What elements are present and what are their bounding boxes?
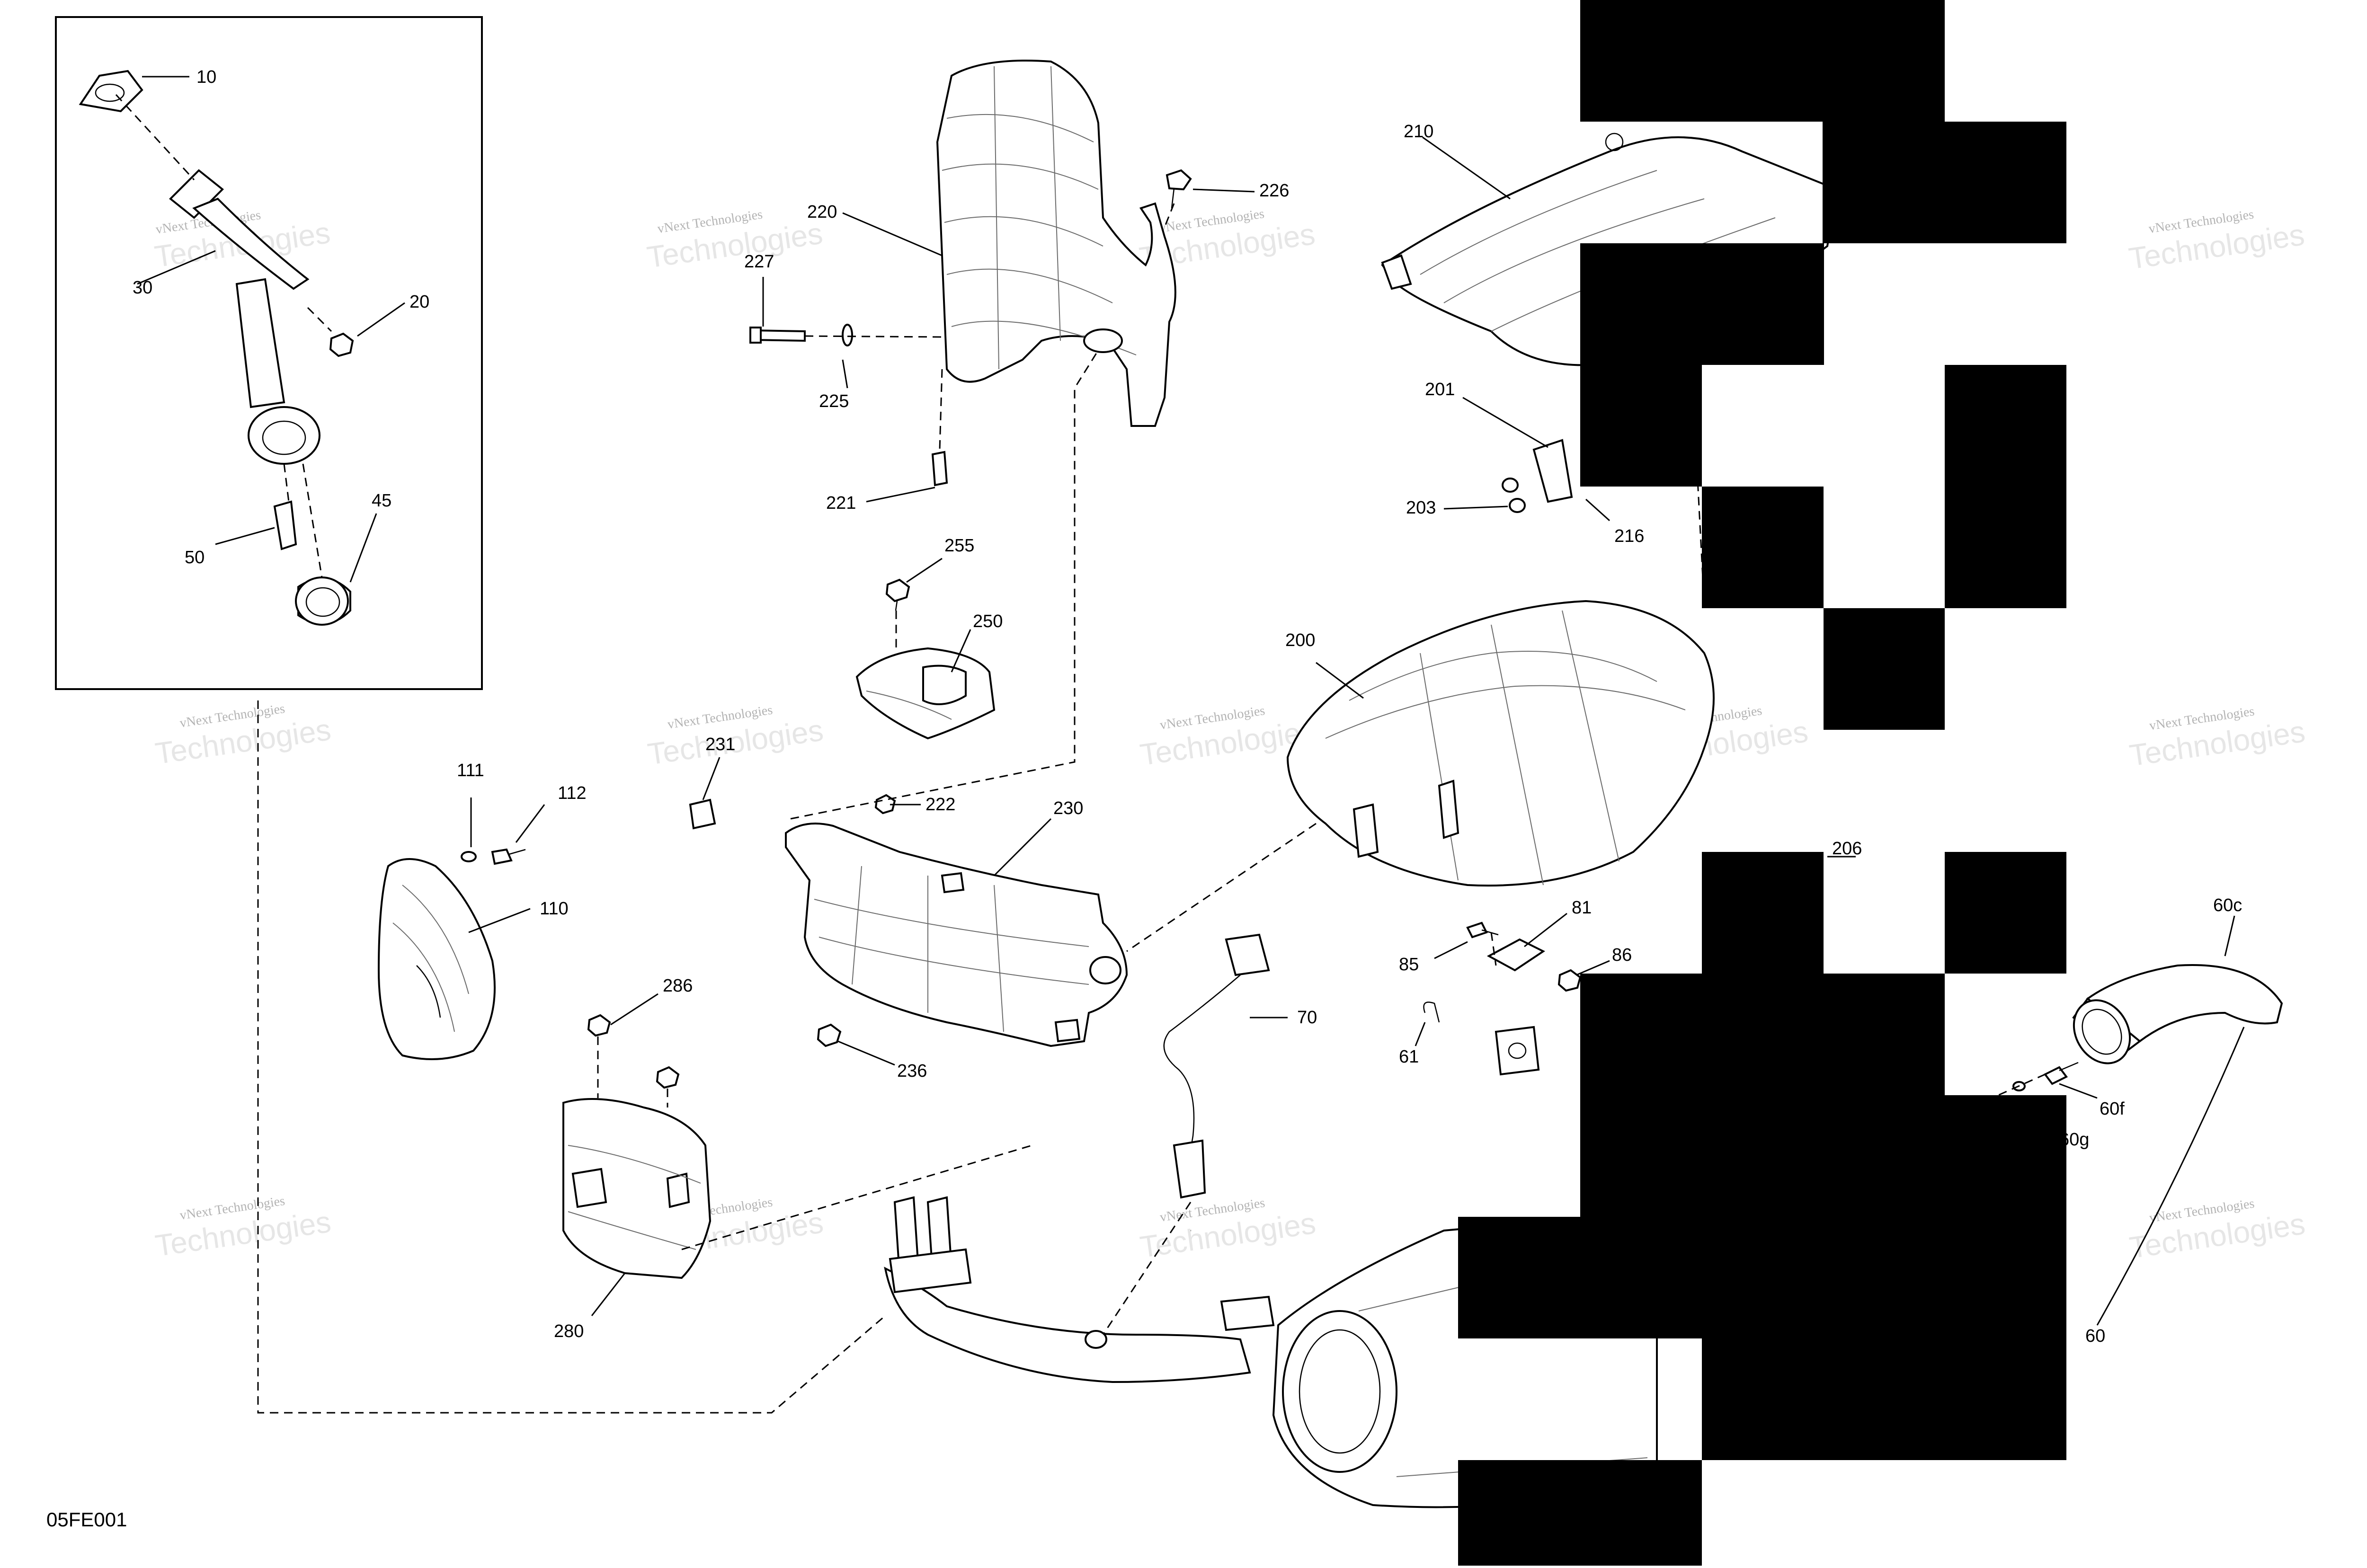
callout-45: 45 [372, 491, 392, 511]
callout-86: 86 [1612, 945, 1632, 965]
callout-203: 203 [1406, 498, 1436, 518]
nut-part-86 [1557, 969, 1582, 992]
nut-part-20 [329, 332, 354, 357]
callout-20: 20 [409, 292, 429, 312]
callout-60: 60 [2085, 1326, 2105, 1346]
clip-part-61 [1423, 1001, 1440, 1023]
bolt-part-255 [885, 578, 910, 611]
nut-part-203b [1509, 498, 1526, 513]
callout-236: 236 [897, 1061, 927, 1081]
bolt-part-286a [587, 1014, 611, 1037]
sensor-part-70 [1163, 933, 1270, 1199]
inset-frame [55, 16, 483, 690]
clip-part-231 [689, 798, 716, 830]
callout-201: 201 [1425, 380, 1455, 399]
callout-30: 30 [133, 278, 152, 298]
bolt-part-85 [1466, 921, 1499, 939]
callout-280: 280 [554, 1321, 584, 1341]
callout-85: 85 [1399, 955, 1419, 974]
shield-part-280 [562, 1098, 712, 1279]
clip-part-221 [931, 451, 948, 487]
callout-10: 10 [196, 67, 216, 87]
callout-230: 230 [1053, 798, 1083, 818]
shield-part-110 [377, 858, 496, 1060]
bolt-part-60f [2043, 1062, 2079, 1085]
callout-227: 227 [744, 252, 774, 272]
callout-112: 112 [558, 783, 587, 803]
detail-inset: 10 20 30 45 50 [55, 16, 483, 690]
callout-286: 286 [663, 976, 693, 996]
muffler-shield-part-200 [1286, 600, 1715, 887]
heat-shield-part-220 [936, 60, 1176, 427]
isolator-part [1495, 1026, 1540, 1076]
bolt-part-286b [656, 1066, 680, 1089]
heat-shield-part-230 [785, 823, 1128, 1047]
figure-code: 05FE001 [46, 1508, 127, 1531]
callout-231: 231 [705, 735, 735, 754]
gasket-part-10 [79, 70, 143, 113]
callout-50: 50 [185, 548, 205, 567]
callout-226: 226 [1259, 181, 1289, 201]
callout-221: 221 [826, 493, 856, 513]
callout-210: 210 [1404, 122, 1433, 142]
callout-216: 216 [1614, 526, 1644, 546]
nut-part-203a [1502, 478, 1519, 493]
callout-220: 220 [807, 202, 837, 222]
header-pipe [884, 1196, 1251, 1383]
callout-200: 200 [1285, 630, 1315, 650]
shield-part-250 [855, 647, 996, 740]
callout-81: 81 [1572, 898, 1592, 918]
callout-111: 111 [457, 761, 484, 780]
callout-60c: 60c [2213, 895, 2242, 915]
bolt-part-226 [1166, 169, 1192, 209]
washer-part-111 [461, 851, 477, 862]
ring-part-45 [295, 576, 351, 626]
washer-part-225 [842, 324, 853, 346]
callout-225: 225 [819, 391, 849, 411]
tailpipe-part-60c [2072, 964, 2283, 1064]
bolt-part-227 [749, 327, 806, 344]
sensor-part-50 [273, 500, 297, 550]
callout-206: 206 [1832, 839, 1862, 859]
callout-60f: 60f [2100, 1099, 2125, 1119]
bolt-part-236 [817, 1023, 842, 1047]
bolt-part-112 [491, 848, 526, 865]
callout-110: 110 [540, 899, 569, 919]
redaction-blocks [1458, 0, 2066, 1566]
callout-70: 70 [1297, 1008, 1317, 1028]
callout-222: 222 [925, 795, 955, 815]
flange-pipe-part-30 [169, 169, 320, 465]
bracket-part-201 [1532, 439, 1573, 503]
callout-250: 250 [973, 611, 1003, 631]
callout-255: 255 [944, 536, 974, 556]
callout-61: 61 [1399, 1047, 1419, 1067]
bracket-part-81 [1486, 938, 1545, 972]
